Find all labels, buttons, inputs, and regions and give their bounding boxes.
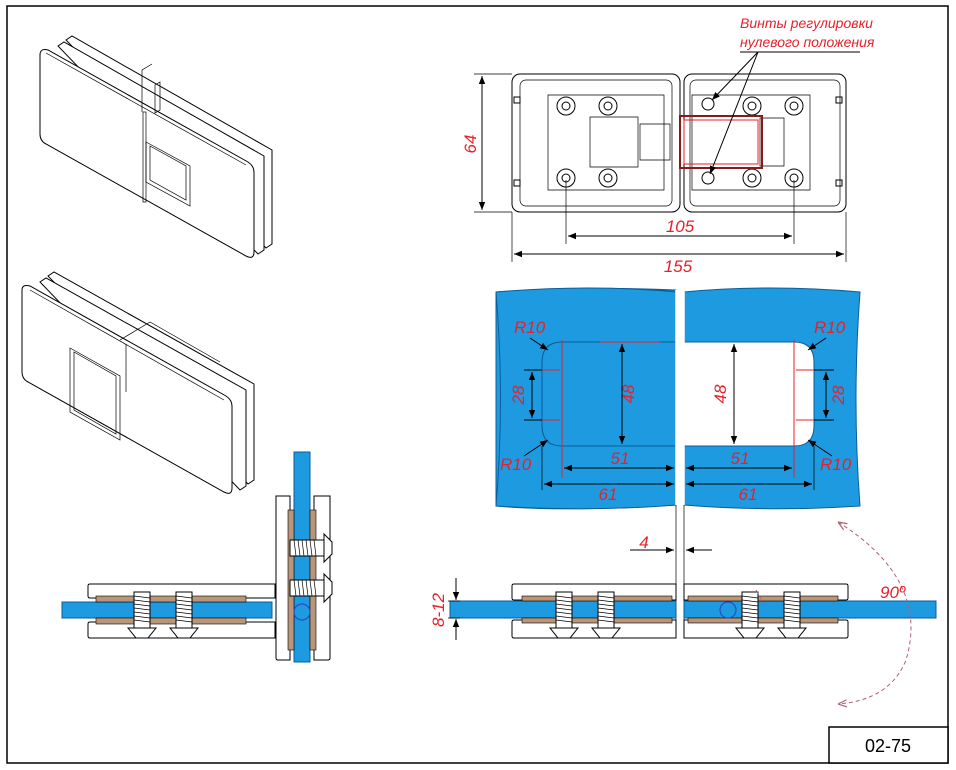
dim-cut-depth-right: 28 (829, 385, 848, 405)
dim-radius-tl: R10 (514, 318, 546, 337)
title-block (828, 726, 949, 764)
section-view-right (448, 505, 937, 704)
top-view (511, 51, 860, 213)
dim-rotation-angle: 90º (880, 583, 906, 602)
dim-cut-width-left: 51 (611, 449, 630, 468)
dim-glass-thickness: 8-12 (429, 592, 448, 627)
dim-cut-height-left: 48 (619, 384, 638, 403)
drawing-code: 02-75 (865, 736, 911, 756)
dim-cut-total-left: 61 (599, 485, 618, 504)
dim-radius-bl: R10 (500, 455, 532, 474)
dim-gap: 4 (639, 533, 648, 552)
dim-radius-tr: R10 (814, 318, 846, 337)
isometric-view-open (21, 271, 255, 494)
section-view-left (61, 451, 333, 663)
note-line-1: Винты регулировки (740, 15, 873, 31)
dim-overall-length: 155 (664, 257, 693, 276)
dim-height: 64 (461, 135, 480, 154)
drawing-frame (6, 5, 949, 764)
isometric-view-closed (39, 35, 273, 258)
note-line-2: нулевого положения (740, 34, 875, 50)
dim-cut-height-right: 48 (711, 384, 730, 403)
top-view-dimensions (474, 73, 847, 262)
dim-radius-br: R10 (820, 455, 852, 474)
dim-cut-depth-left: 28 (509, 385, 528, 405)
dim-cut-total-right: 61 (739, 485, 758, 504)
dim-holes-spacing: 105 (666, 217, 695, 236)
dim-cut-width-right: 51 (731, 449, 750, 468)
glass-cutout-view (495, 287, 861, 510)
